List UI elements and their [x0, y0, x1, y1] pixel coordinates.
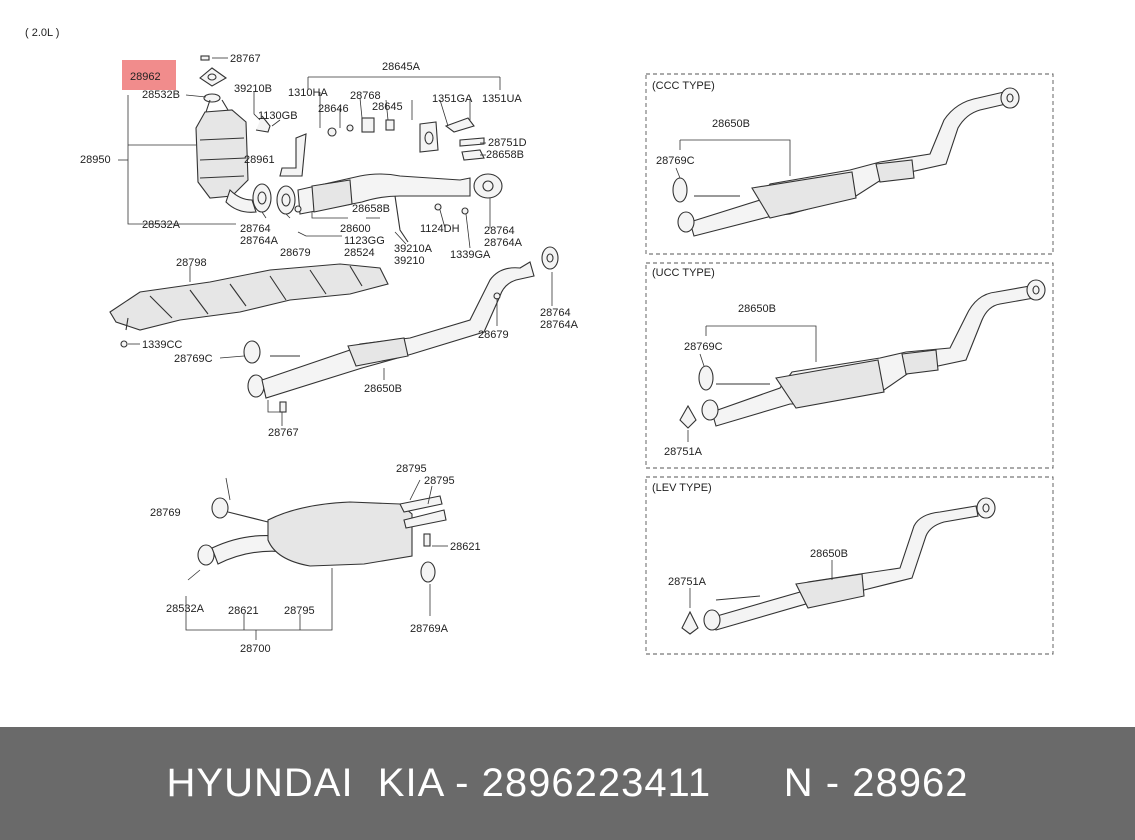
highlight-box: [122, 60, 176, 90]
part-label: 28961: [244, 154, 275, 166]
part-label: 28795: [424, 475, 455, 487]
part-label: 28524: [344, 247, 375, 259]
part-label: (UCC TYPE): [652, 267, 715, 279]
part-label: (LEV TYPE): [652, 482, 712, 494]
part-label: 28795: [396, 463, 427, 475]
part-label: 28768: [350, 90, 381, 102]
part-label: 28650B: [738, 303, 776, 315]
part-label: 28751A: [664, 446, 703, 458]
part-label: 28769C: [174, 353, 213, 365]
part-label: 28621: [228, 605, 259, 617]
part-label: 1124DH: [420, 223, 460, 235]
part-label: 28658B: [352, 203, 390, 215]
part-label: 28769C: [656, 155, 695, 167]
part-label: 28532B: [142, 89, 180, 101]
part-label: 1339GA: [450, 249, 491, 261]
part-label: 28767: [230, 53, 261, 65]
leader-lines-main: [118, 57, 501, 249]
part-label: 28764A: [540, 319, 579, 331]
part-label: 28646: [318, 103, 349, 115]
part-label: 28679: [280, 247, 311, 259]
part-label: 28769C: [684, 341, 723, 353]
part-label: 28679: [478, 329, 509, 341]
part-label: 1123GG: [344, 235, 385, 247]
part-label: 28764: [240, 223, 271, 235]
part-label: 28950: [80, 154, 111, 166]
part-label: 28600: [340, 223, 371, 235]
front-assembly: [195, 55, 503, 243]
part-label: 28769A: [410, 623, 449, 635]
part-label: 28650B: [364, 383, 402, 395]
brand-part-number: HYUNDAI KIA - 2896223411: [166, 761, 712, 805]
muffler-labels: 28795 28795 28769 28621 28532A 28621 287…: [150, 463, 481, 655]
part-label: 28795: [284, 605, 315, 617]
part-label: 28751A: [668, 576, 707, 588]
part-label: 28764: [540, 307, 571, 319]
part-label: (CCC TYPE): [652, 80, 715, 92]
part-label: 28798: [176, 257, 207, 269]
part-label: 28532A: [142, 219, 181, 231]
main-labels: 28767 28532B 28950 28532A 39210B 1130GB …: [80, 53, 579, 439]
part-label: 28621: [450, 541, 481, 553]
part-label: 28650B: [712, 118, 750, 130]
part-label: 28751D: [488, 137, 527, 149]
reference-number: N - 28962: [783, 761, 969, 805]
muffler-assembly: [185, 477, 448, 640]
center-pipe-main: [219, 246, 559, 426]
part-label: 28532A: [166, 603, 205, 615]
part-label: 28645A: [382, 61, 421, 73]
heat-protector: [109, 263, 389, 348]
part-label: 28767: [268, 427, 299, 439]
panel-ccc-type: (CCC TYPE) 28650B 28769C: [645, 73, 1054, 255]
part-label: 28764A: [240, 235, 279, 247]
part-label: 28764: [484, 225, 515, 237]
panel-lev-type: (LEV TYPE) 28650B 28751A: [645, 476, 1054, 655]
panel-ucc-type: (UCC TYPE) 28650B 28769C 28751A: [645, 262, 1054, 469]
part-label: 1351GA: [432, 93, 473, 105]
exhaust-parts-diagram: ( 2.0L ) 28962: [25, 27, 1054, 655]
part-label: 28645: [372, 101, 403, 113]
part-label: 28764A: [484, 237, 523, 249]
part-label: 1130GB: [258, 110, 298, 122]
part-label: 28658B: [486, 149, 524, 161]
part-label: 28700: [240, 643, 271, 655]
part-label: 28650B: [810, 548, 848, 560]
part-label: 1339CC: [142, 339, 182, 351]
engine-label: ( 2.0L ): [25, 27, 59, 39]
highlighted-part-label: 28962: [130, 71, 161, 83]
footer-bar: HYUNDAI KIA - 2896223411 N - 28962: [0, 727, 1135, 840]
part-label: 39210: [394, 255, 425, 267]
part-label: 1310HA: [288, 87, 328, 99]
part-label: 39210A: [394, 243, 433, 255]
footer-text: HYUNDAI KIA - 2896223411 N - 28962: [0, 727, 1135, 840]
part-label: 28769: [150, 507, 181, 519]
part-label: 39210B: [234, 83, 272, 95]
part-label: 1351UA: [482, 93, 522, 105]
